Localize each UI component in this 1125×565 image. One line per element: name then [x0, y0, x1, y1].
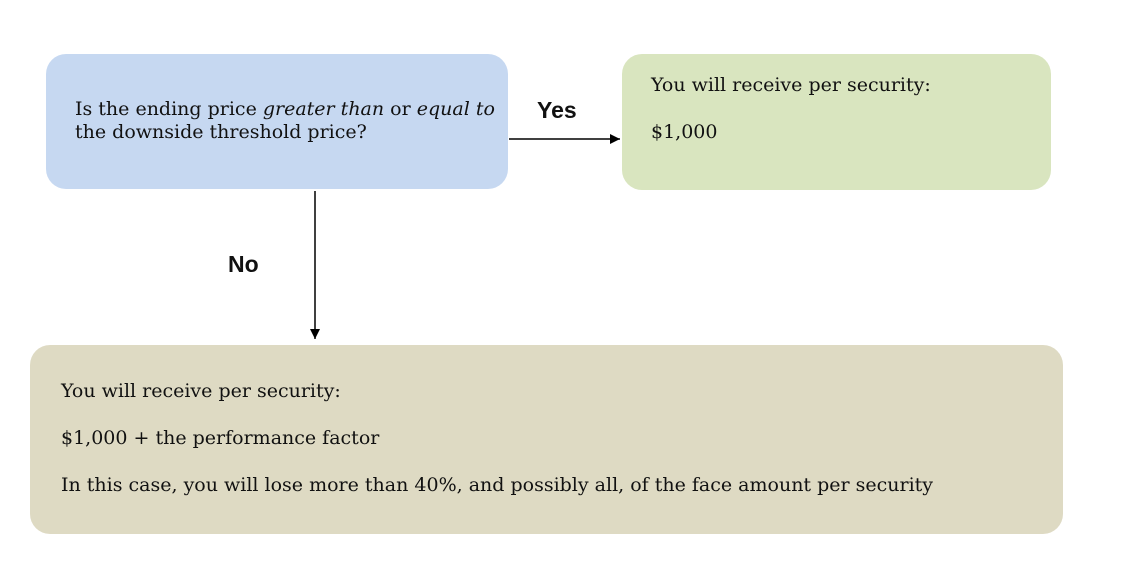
no-outcome-note: In this case, you will lose more than 40…	[61, 474, 934, 496]
no-label: No	[228, 251, 259, 277]
question-emphasis-greater-than: greater than	[262, 98, 385, 120]
question-emphasis-equal-to: equal to	[416, 98, 495, 120]
question-line-1: Is the ending price greater than or equa…	[75, 98, 508, 121]
yes-outcome-box: You will receive per security: $1,000	[622, 54, 1051, 190]
question-line-2: the downside threshold price?	[75, 121, 367, 143]
yes-outcome-heading: You will receive per security:	[651, 74, 931, 96]
yes-outcome-amount: $1,000	[651, 121, 718, 143]
question-box: Is the ending price greater than or equa…	[46, 54, 508, 189]
no-outcome-heading: You will receive per security:	[61, 380, 341, 402]
question-text-1: Is the ending price	[75, 98, 263, 120]
no-outcome-amount: $1,000 + the performance factor	[61, 427, 380, 449]
yes-label: Yes	[537, 97, 577, 123]
question-text-or: or	[384, 98, 417, 120]
no-outcome-box: You will receive per security: $1,000 + …	[30, 345, 1063, 534]
